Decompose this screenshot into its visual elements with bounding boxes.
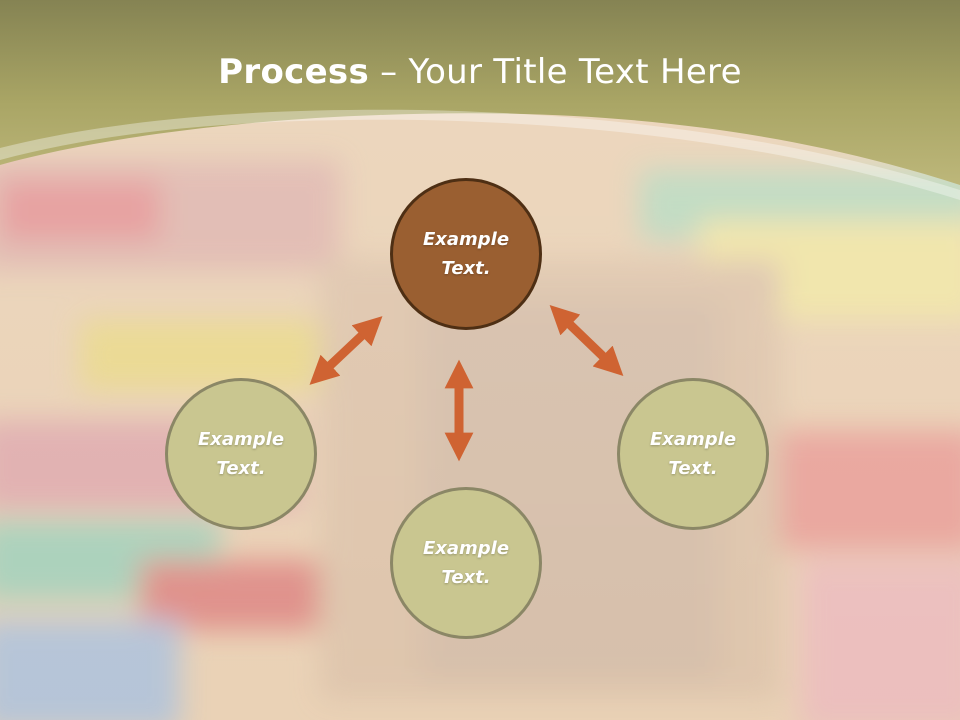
node-bottom-text: Example Text. — [422, 538, 510, 588]
node-top[interactable]: Example Text. — [390, 178, 542, 330]
node-left[interactable]: Example Text. — [165, 378, 317, 530]
node-left-text: Example Text. — [197, 429, 285, 479]
node-right-text: Example Text. — [649, 429, 737, 479]
node-top-text: Example Text. — [422, 229, 510, 279]
slide-title: Process – Your Title Text Here — [0, 52, 960, 92]
node-bottom[interactable]: Example Text. — [390, 487, 542, 639]
arrow-top-left — [309, 316, 383, 385]
slide-title-rest: – Your Title Text Here — [369, 52, 742, 92]
arrow-top-right — [549, 305, 624, 376]
node-right[interactable]: Example Text. — [617, 378, 769, 530]
slide-title-bold: Process — [218, 52, 370, 92]
